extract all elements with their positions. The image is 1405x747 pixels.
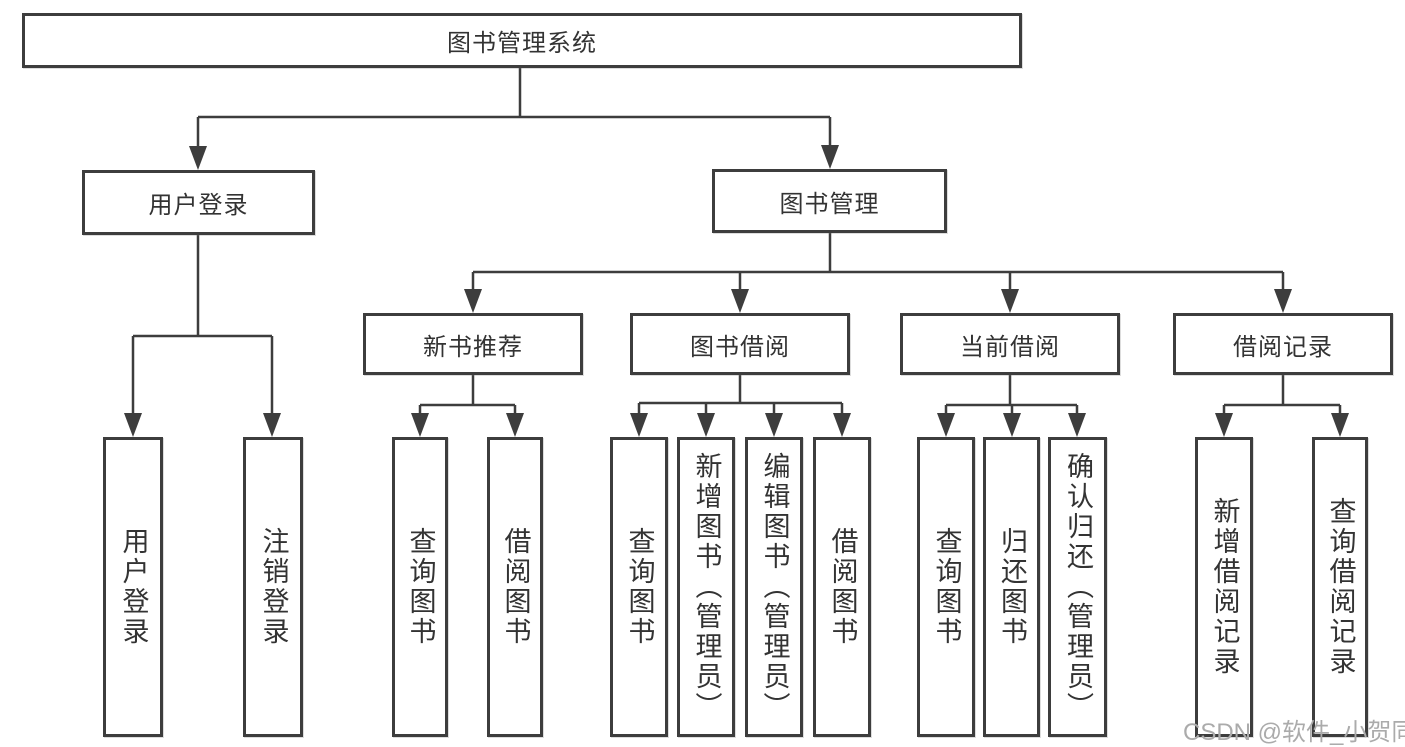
node-current-borrow-label: 当前借阅: [960, 333, 1060, 361]
node-leaf-query-borrow-record-label: 查询借阅记录: [1325, 497, 1356, 677]
node-book-management: 图书管理: [712, 169, 947, 233]
arrowhead-icon: [1331, 413, 1349, 437]
arrowhead-icon: [821, 145, 839, 169]
node-leaf-borrow-book-2: 借阅图书: [813, 437, 871, 737]
connector-book-borrow-split: [637, 375, 844, 419]
arrowhead-icon: [833, 413, 851, 437]
arrowhead-icon: [263, 413, 281, 437]
node-leaf-logout: 注销登录: [243, 437, 303, 737]
node-leaf-add-borrow-record: 新增借阅记录: [1195, 437, 1253, 737]
node-leaf-logout-label: 注销登录: [258, 527, 289, 647]
node-user-login-label: 用户登录: [148, 192, 249, 219]
arrowhead-icon: [1274, 289, 1292, 313]
node-root: 图书管理系统: [22, 13, 1022, 68]
node-leaf-query-book-3: 查询图书: [917, 437, 975, 737]
connector-new-books-split: [418, 375, 517, 419]
connector-root-to-level2: [196, 68, 832, 150]
node-root-label: 图书管理系统: [447, 30, 597, 57]
node-leaf-confirm-return-admin: 确认归还（管理员）: [1048, 437, 1107, 737]
node-leaf-query-borrow-record: 查询借阅记录: [1312, 437, 1368, 737]
arrowhead-icon: [1003, 413, 1021, 437]
node-leaf-user-login: 用户登录: [103, 437, 163, 737]
arrowhead-icon: [506, 413, 524, 437]
connector-book-mgmt-to-level3: [471, 233, 1285, 294]
node-leaf-add-book-admin-label: 新增图书（管理员）: [691, 452, 722, 722]
node-leaf-return-book: 归还图书: [983, 437, 1040, 737]
node-leaf-borrow-book-1: 借阅图书: [487, 437, 543, 737]
node-leaf-query-book-1-label: 查询图书: [405, 527, 436, 647]
arrowheads: [124, 145, 1349, 437]
arrowhead-icon: [1068, 413, 1086, 437]
connector-current-borrow-split: [944, 375, 1079, 419]
node-current-borrow: 当前借阅: [900, 313, 1120, 375]
node-leaf-query-book-1: 查询图书: [392, 437, 448, 737]
arrowhead-icon: [411, 413, 429, 437]
node-leaf-edit-book-admin-label: 编辑图书（管理员）: [759, 452, 790, 722]
node-book-borrow-label: 图书借阅: [690, 333, 790, 361]
node-new-book-recommend: 新书推荐: [363, 313, 583, 375]
node-leaf-query-book-2-label: 查询图书: [624, 527, 655, 647]
arrowhead-icon: [1215, 413, 1233, 437]
node-book-borrow: 图书借阅: [630, 313, 850, 375]
csdn-watermark: CSDN @软件_小贺同学: [1183, 719, 1405, 746]
arrowhead-icon: [937, 413, 955, 437]
node-leaf-add-book-admin: 新增图书（管理员）: [677, 437, 735, 737]
arrowhead-icon: [464, 289, 482, 313]
node-leaf-query-book-2: 查询图书: [610, 437, 668, 737]
node-borrow-record: 借阅记录: [1173, 313, 1393, 375]
node-leaf-borrow-book-2-label: 借阅图书: [827, 527, 858, 647]
arrowhead-icon: [124, 413, 142, 437]
node-book-management-label: 图书管理: [779, 190, 880, 218]
connector-user-login-split: [131, 235, 274, 419]
arrowhead-icon: [1001, 289, 1019, 313]
connector-borrow-record-split: [1222, 375, 1342, 419]
node-leaf-query-book-3-label: 查询图书: [931, 527, 962, 647]
arrowhead-icon: [697, 413, 715, 437]
node-leaf-user-login-label: 用户登录: [118, 527, 149, 647]
node-new-book-recommend-label: 新书推荐: [423, 333, 523, 361]
arrowhead-icon: [765, 413, 783, 437]
node-leaf-add-borrow-record-label: 新增借阅记录: [1209, 497, 1240, 677]
node-borrow-record-label: 借阅记录: [1233, 333, 1333, 361]
node-leaf-edit-book-admin: 编辑图书（管理员）: [745, 437, 803, 737]
arrowhead-icon: [731, 289, 749, 313]
arrowhead-icon: [630, 413, 648, 437]
node-user-login: 用户登录: [82, 170, 315, 235]
node-leaf-confirm-return-admin-label: 确认归还（管理员）: [1063, 452, 1093, 722]
node-leaf-return-book-label: 归还图书: [997, 527, 1027, 647]
node-leaf-borrow-book-1-label: 借阅图书: [500, 527, 531, 647]
arrowhead-icon: [189, 146, 207, 170]
